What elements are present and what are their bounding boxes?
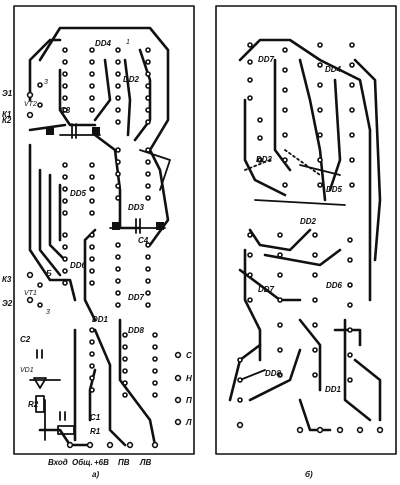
label-dd8: DD8: [128, 326, 145, 335]
dd3-pads: [115, 147, 151, 201]
label-b-dd1: DD1: [325, 385, 342, 394]
label-lv: ЛВ: [139, 458, 151, 467]
label-c3: C3: [60, 106, 71, 115]
label-b-dd2: DD2: [300, 217, 317, 226]
label-dd2: DD2: [123, 75, 140, 84]
label-p: П: [186, 396, 192, 405]
label-b-dd6: DD6: [326, 281, 343, 290]
label-b-dd8: DD8: [265, 369, 282, 378]
board-b-traces: [228, 38, 382, 432]
label-e2: Э2: [2, 299, 13, 308]
board-a-outline: [13, 5, 195, 455]
label-r1: R1: [90, 427, 101, 436]
label-b-dd4: DD4: [325, 65, 342, 74]
dd6-pads: [62, 232, 95, 286]
board-a-labels: DD4 DD2 DD5 DD3 DD6 DD7 DD1 DD8 C3 C4 C2…: [2, 39, 192, 479]
label-c1: C1: [90, 413, 101, 422]
r1-body: [57, 425, 75, 435]
b-col-2: [277, 47, 288, 378]
board-b-labels: DD7 DD4 DD3 DD5 DD2 DD7 DD6 DD8 DD1 б): [256, 55, 343, 479]
board-a-components: [33, 123, 164, 435]
label-s: С: [186, 351, 192, 360]
label-vd1: VD1: [20, 367, 34, 374]
b-col-3: [312, 42, 323, 378]
label-b-dd7-top: DD7: [258, 55, 275, 64]
r2-body: [35, 395, 45, 413]
b-bottom-pads: [236, 421, 384, 434]
board-a-thin-traces: [29, 134, 171, 441]
label-l: Л: [185, 418, 192, 427]
dd2-pads: [115, 47, 151, 125]
dd1-pads: [89, 327, 95, 393]
label-dd3: DD3: [128, 203, 145, 212]
label-b-dd7: DD7: [258, 285, 275, 294]
label-vkhod: Вход: [48, 458, 68, 467]
dd5-pads: [62, 162, 95, 216]
label-obshch: Общ.: [72, 458, 93, 467]
label-vt1: VT1: [24, 290, 37, 297]
label-dd6: DD6: [70, 261, 87, 270]
board-a-pads: [26, 47, 182, 449]
label-vt2: VT2: [24, 101, 37, 108]
label-k1: К1: [2, 110, 12, 119]
dd4-pads: [62, 47, 95, 113]
c4-left-pad: [112, 222, 120, 230]
c4-right-pad: [156, 222, 164, 230]
label-b-dd5: DD5: [326, 185, 343, 194]
label-r2: R2: [28, 400, 39, 409]
dd7-pads: [115, 242, 151, 308]
label-e1: Э1: [2, 89, 13, 98]
label-k2: К2: [2, 116, 12, 125]
terminal-pads: [26, 82, 182, 449]
board-b-outline: [215, 5, 397, 455]
c3-right-pad: [92, 127, 100, 135]
board-a: DD4 DD2 DD5 DD3 DD6 DD7 DD1 DD8 C3 C4 C2…: [2, 5, 195, 479]
label-3b: 3: [46, 309, 50, 316]
label-dd7: DD7: [128, 293, 145, 302]
b-col-1: [237, 42, 263, 403]
board-b: DD7 DD4 DD3 DD5 DD2 DD7 DD6 DD8 DD1 б): [215, 5, 397, 479]
label-pv: ПВ: [118, 458, 130, 467]
label-b: Б: [46, 269, 52, 278]
label-3: 3: [44, 79, 48, 86]
caption-a: а): [92, 470, 99, 479]
label-1: 1: [126, 39, 130, 46]
vd1-symbol: [33, 377, 47, 389]
label-c4: C4: [138, 236, 149, 245]
board-b-pads: [236, 42, 384, 434]
label-b-dd3: DD3: [256, 155, 273, 164]
c3-left-pad: [46, 127, 54, 135]
caption-b: б): [305, 470, 313, 479]
label-dd1: DD1: [92, 315, 109, 324]
label-6v: +6В: [94, 458, 109, 467]
label-k3: К3: [2, 275, 12, 284]
board-b-thin-traces: [239, 149, 346, 381]
label-dd5: DD5: [70, 189, 87, 198]
b-col-4: [347, 42, 355, 383]
label-dd4: DD4: [95, 39, 112, 48]
label-c2: C2: [20, 335, 31, 344]
label-n: Н: [186, 374, 192, 383]
dd8-pads: [122, 332, 158, 398]
